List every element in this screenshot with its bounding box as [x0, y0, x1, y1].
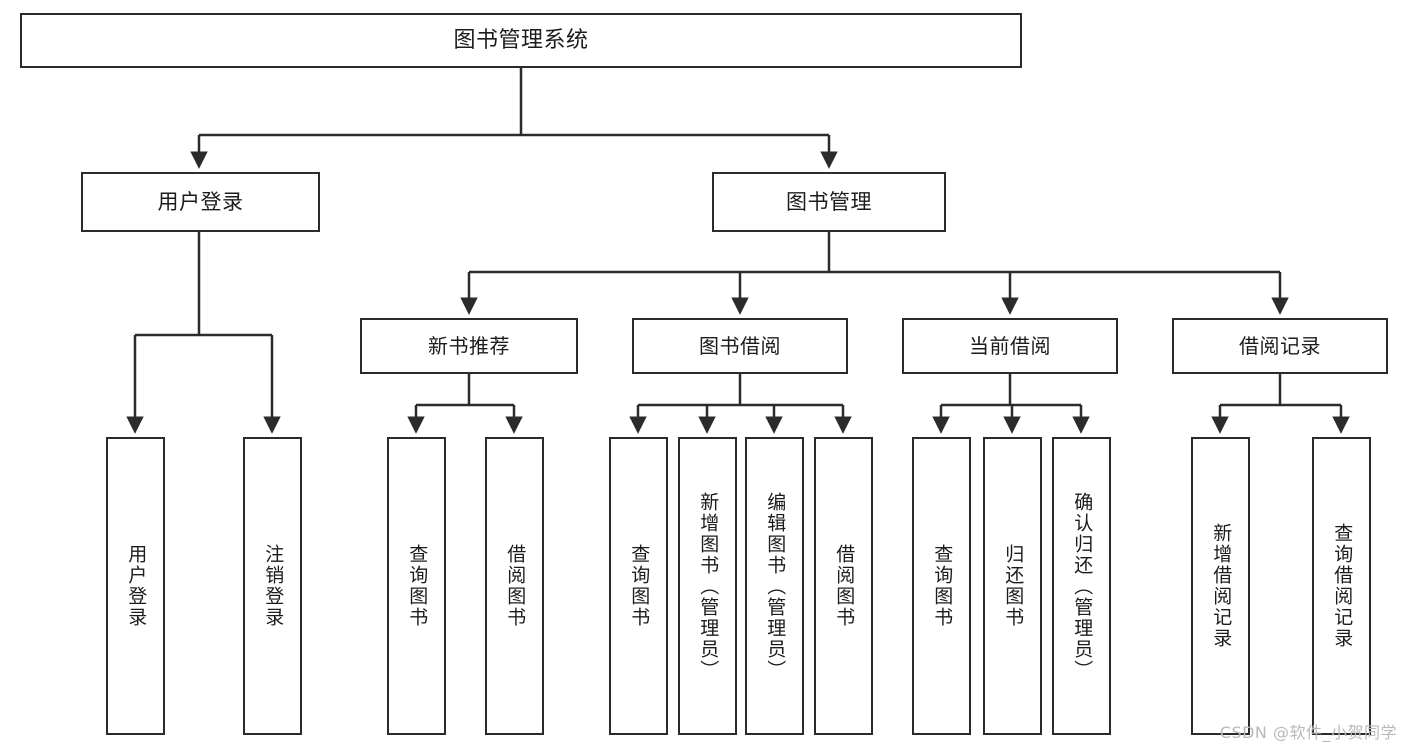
leaf-borrow-book-label: 借阅图书	[833, 544, 856, 628]
node-root[interactable]: 图书管理系统	[20, 13, 1022, 68]
leaf-confirm-return-admin[interactable]: 确认归还（管理员）	[1052, 437, 1111, 735]
leaf-logout[interactable]: 注销登录	[243, 437, 302, 735]
leaf-add-book-admin[interactable]: 新增图书（管理员）	[678, 437, 737, 735]
leaf-return-book[interactable]: 归还图书	[983, 437, 1042, 735]
leaf-query-book-current[interactable]: 查询图书	[912, 437, 971, 735]
csdn-watermark: CSDN @软件_小贺同学	[1219, 723, 1397, 742]
leaf-add-borrow-record-label: 新增借阅记录	[1210, 523, 1233, 649]
node-current-borrow-label: 当前借阅	[969, 333, 1051, 358]
leaf-query-borrow-record[interactable]: 查询借阅记录	[1312, 437, 1371, 735]
node-user-login-label: 用户登录	[157, 189, 244, 214]
node-book-management[interactable]: 图书管理	[712, 172, 946, 232]
leaf-query-borrow-record-label: 查询借阅记录	[1331, 523, 1354, 649]
leaf-query-book-borrow-label: 查询图书	[628, 544, 651, 628]
leaf-add-borrow-record[interactable]: 新增借阅记录	[1191, 437, 1250, 735]
node-book-borrow[interactable]: 图书借阅	[632, 318, 848, 374]
node-user-login[interactable]: 用户登录	[81, 172, 320, 232]
leaf-logout-label: 注销登录	[262, 544, 285, 628]
leaf-return-book-label: 归还图书	[1002, 544, 1025, 628]
leaf-query-book-newbook[interactable]: 查询图书	[387, 437, 446, 735]
node-book-borrow-label: 图书借阅	[699, 333, 781, 358]
leaf-query-book-newbook-label: 查询图书	[406, 544, 429, 628]
node-root-label: 图书管理系统	[453, 27, 589, 53]
leaf-user-login-label: 用户登录	[125, 544, 148, 628]
leaf-confirm-return-admin-label: 确认归还（管理员）	[1071, 491, 1094, 681]
node-book-management-label: 图书管理	[786, 189, 872, 214]
leaf-query-book-current-label: 查询图书	[931, 544, 954, 628]
leaf-edit-book-admin[interactable]: 编辑图书（管理员）	[745, 437, 804, 735]
leaf-borrow-book-newbook-label: 借阅图书	[504, 544, 527, 628]
node-current-borrow[interactable]: 当前借阅	[902, 318, 1118, 374]
leaf-borrow-book[interactable]: 借阅图书	[814, 437, 873, 735]
leaf-edit-book-admin-label: 编辑图书（管理员）	[764, 491, 787, 681]
leaf-user-login[interactable]: 用户登录	[106, 437, 165, 735]
node-new-book-recommend-label: 新书推荐	[428, 333, 510, 358]
leaf-add-book-admin-label: 新增图书（管理员）	[697, 491, 720, 681]
leaf-query-book-borrow[interactable]: 查询图书	[609, 437, 668, 735]
node-borrow-record[interactable]: 借阅记录	[1172, 318, 1388, 374]
node-borrow-record-label: 借阅记录	[1239, 333, 1321, 358]
node-new-book-recommend[interactable]: 新书推荐	[360, 318, 578, 374]
leaf-borrow-book-newbook[interactable]: 借阅图书	[485, 437, 544, 735]
